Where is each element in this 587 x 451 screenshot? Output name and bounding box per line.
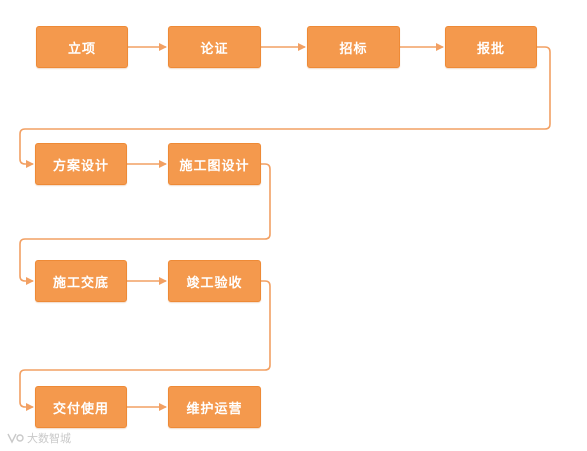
step-node-jiaofu-shiyong: 交付使用 (35, 386, 127, 428)
connector-shigongtu-shigong-jiaodi (19, 163, 271, 285)
step-node-weihu-yunying: 维护运营 (168, 386, 261, 428)
connector-jungong-jiaofu (19, 280, 271, 411)
watermark: 大数智城 (6, 430, 71, 446)
step-node-jungong-yanshou: 竣工验收 (168, 260, 261, 302)
step-node-shigong-jiaodi: 施工交底 (35, 260, 127, 302)
step-node-baopi: 报批 (445, 26, 537, 68)
connector-baopi-fangan-sheji (19, 46, 551, 168)
step-node-shigongtu-sheji: 施工图设计 (168, 143, 261, 185)
step-node-fangan-sheji: 方案设计 (35, 143, 127, 185)
step-node-zhaobiao: 招标 (307, 26, 400, 68)
watermark-text: 大数智城 (27, 432, 71, 445)
watermark-logo-icon (7, 433, 24, 444)
step-node-lixiang: 立项 (36, 26, 128, 68)
step-node-lunzheng: 论证 (168, 26, 261, 68)
